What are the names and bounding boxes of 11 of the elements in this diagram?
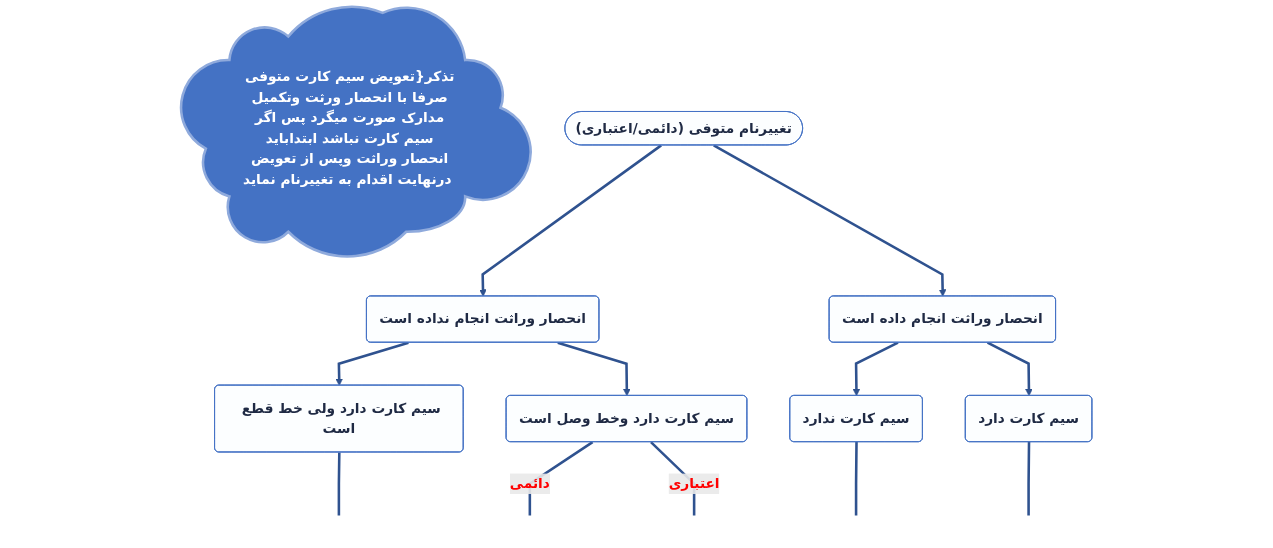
arrow [986,341,1033,397]
connector [337,452,341,516]
edge-label: دائمی [509,475,550,492]
connector [854,442,858,516]
arrow [479,144,662,297]
arrow [335,341,409,386]
arrow [557,341,631,397]
connector [1027,442,1031,516]
edge-label: اعتباری [668,475,720,492]
arrow [852,341,899,397]
arrow [713,144,947,297]
